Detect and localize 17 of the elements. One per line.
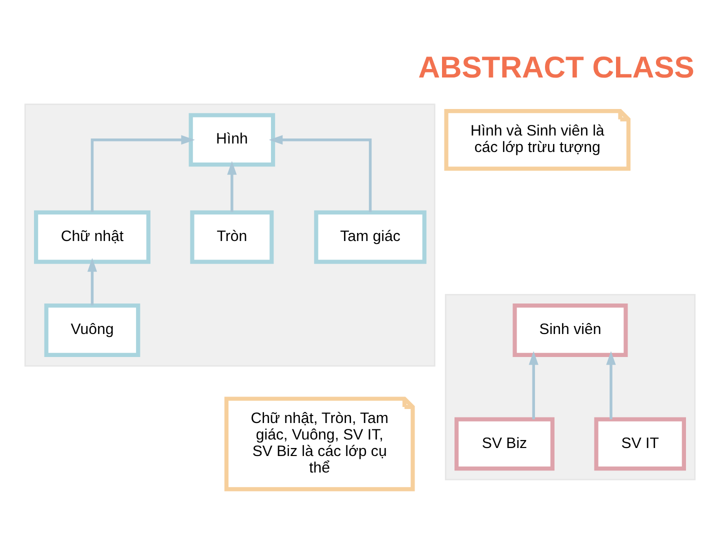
arrow bbox=[227, 161, 237, 212]
arrow bbox=[528, 351, 538, 420]
diagram-title: ABSTRACT CLASS bbox=[418, 52, 694, 85]
arrow bbox=[87, 258, 98, 306]
node-box: SV IT bbox=[594, 417, 686, 471]
node-box: Sinh viên bbox=[512, 304, 628, 357]
node-box: Vuông bbox=[44, 304, 140, 357]
arrow bbox=[90, 135, 195, 212]
arrow bbox=[606, 351, 616, 420]
node-box: SV Biz bbox=[454, 417, 554, 471]
arrow bbox=[268, 135, 372, 212]
node-box: Tròn bbox=[190, 210, 274, 264]
node-box: Chữ nhật bbox=[34, 210, 150, 264]
node-box: Hình bbox=[188, 113, 276, 167]
node-box: Tam giác bbox=[314, 210, 426, 264]
cluster bbox=[444, 294, 696, 480]
cluster bbox=[24, 104, 436, 367]
